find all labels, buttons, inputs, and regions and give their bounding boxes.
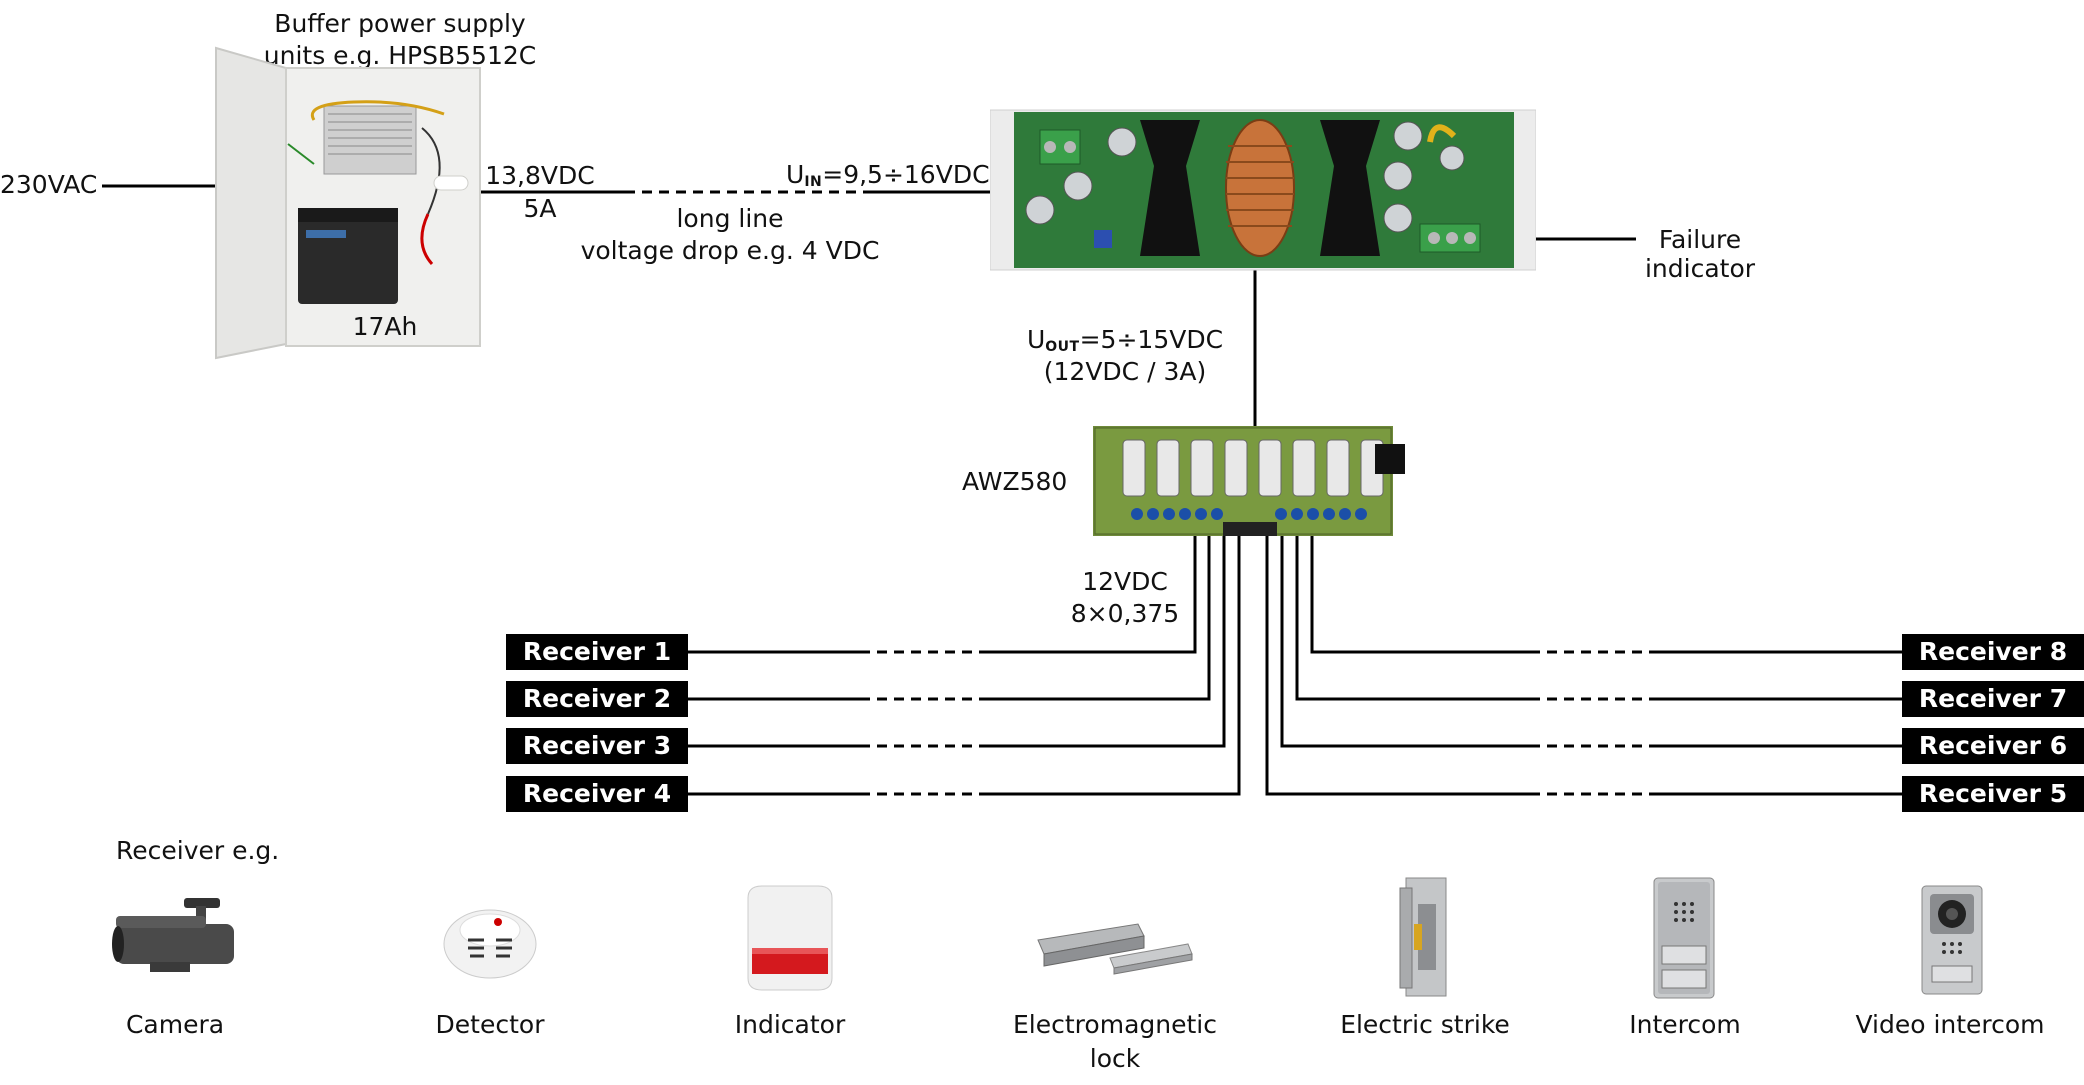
awz580-out-voltage: 12VDC bbox=[1082, 567, 1168, 596]
battery-label: 17Ah bbox=[352, 312, 418, 341]
intercom-icon bbox=[1653, 877, 1715, 999]
examples-heading: Receiver e.g. bbox=[116, 836, 280, 865]
awz580-out-channels: 8×0,375 bbox=[1070, 599, 1180, 628]
receiver-8: Receiver 8 bbox=[1902, 634, 2084, 670]
left-receiver-wires bbox=[688, 536, 1241, 796]
failure-indicator-line1: Failure bbox=[1658, 225, 1742, 254]
electromagnetic-lock-icon bbox=[1037, 923, 1193, 975]
receiver-3: Receiver 3 bbox=[506, 728, 688, 764]
psu-output-voltage: 13,8VDC bbox=[485, 161, 595, 190]
detector-icon bbox=[443, 909, 537, 979]
ac-input-label: 230VAC bbox=[0, 170, 98, 199]
right-receiver-wires bbox=[1265, 536, 1904, 796]
converter-module-image bbox=[990, 109, 1536, 271]
line-label-2: voltage drop e.g. 4 VDC bbox=[580, 236, 880, 265]
camera-icon bbox=[112, 898, 234, 972]
electromagnetic-lock-label-1: Electromagnetic bbox=[1013, 1010, 1217, 1039]
video-intercom-icon bbox=[1921, 885, 1983, 995]
receiver-7: Receiver 7 bbox=[1902, 681, 2084, 717]
psu-title-line2: units e.g. HPSB5512C bbox=[263, 41, 537, 70]
psu-title-line1: Buffer power supply bbox=[274, 9, 526, 38]
receiver-4: Receiver 4 bbox=[506, 776, 688, 812]
awz580-module-image bbox=[1093, 426, 1405, 536]
receiver-2: Receiver 2 bbox=[506, 681, 688, 717]
power-supply-enclosure-image bbox=[215, 46, 481, 360]
electric-strike-icon bbox=[1399, 877, 1447, 997]
camera-label: Camera bbox=[125, 1010, 225, 1039]
receiver-5: Receiver 5 bbox=[1902, 776, 2084, 812]
converter-input-label: UIN=9,5÷16VDC bbox=[786, 160, 990, 190]
failure-indicator-line2: indicator bbox=[1644, 254, 1756, 283]
receiver-6: Receiver 6 bbox=[1902, 728, 2084, 764]
detector-label: Detector bbox=[435, 1010, 545, 1039]
electromagnetic-lock-label-2: lock bbox=[1089, 1044, 1141, 1073]
receiver-1: Receiver 1 bbox=[506, 634, 688, 670]
intercom-label: Intercom bbox=[1629, 1010, 1741, 1039]
line-label-1: long line bbox=[676, 204, 784, 233]
indicator-label: Indicator bbox=[734, 1010, 846, 1039]
awz580-label: AWZ580 bbox=[962, 467, 1068, 496]
video-intercom-label: Video intercom bbox=[1855, 1010, 2045, 1039]
converter-output-rating: (12VDC / 3A) bbox=[1043, 357, 1207, 386]
converter-output-label: UOUT=5÷15VDC bbox=[1026, 325, 1224, 355]
electric-strike-label: Electric strike bbox=[1340, 1010, 1510, 1039]
psu-output-current: 5A bbox=[523, 194, 557, 223]
indicator-siren-icon bbox=[747, 885, 833, 991]
